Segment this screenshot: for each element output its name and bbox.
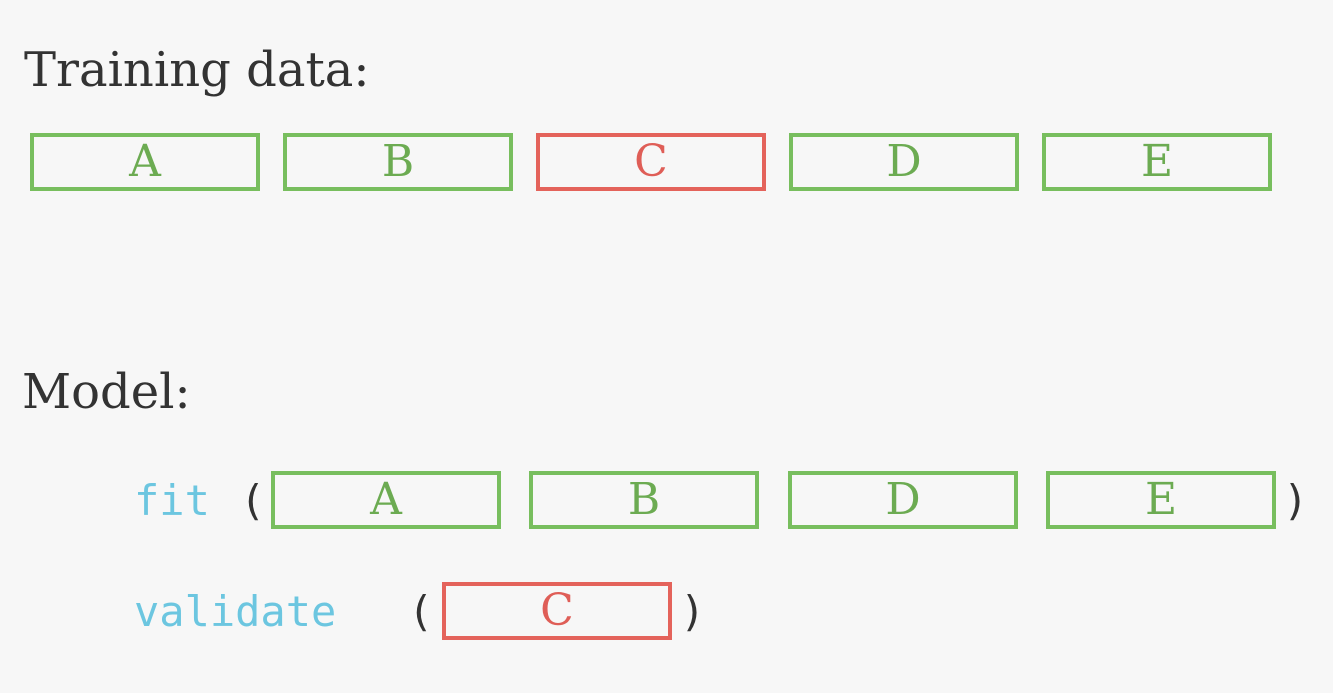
fold-label: E	[1140, 136, 1174, 187]
fold-label: B	[381, 136, 415, 187]
fit-fold-a: A	[271, 471, 501, 529]
training-fold-d: D	[789, 133, 1019, 191]
model-heading: Model:	[22, 364, 191, 420]
training-data-heading: Training data:	[24, 42, 370, 98]
fit-fold-d: D	[788, 471, 1018, 529]
training-fold-e: E	[1042, 133, 1272, 191]
fold-label: D	[886, 136, 922, 187]
fit-close-paren: )	[1283, 476, 1309, 525]
fit-fold-b: B	[529, 471, 759, 529]
validate-fold-c: C	[442, 582, 672, 640]
fit-fold-e: E	[1046, 471, 1276, 529]
training-fold-c: C	[536, 133, 766, 191]
training-fold-b: B	[283, 133, 513, 191]
validate-close-paren: )	[680, 587, 706, 636]
fold-label: A	[370, 474, 402, 525]
fit-function-name: fit	[134, 476, 210, 525]
training-fold-a: A	[30, 133, 260, 191]
fold-label: C	[540, 585, 574, 636]
fold-label: B	[627, 474, 661, 525]
validate-function-name: validate	[134, 587, 337, 636]
fold-label: D	[885, 474, 921, 525]
fold-label: E	[1144, 474, 1178, 525]
fold-label: C	[634, 136, 668, 187]
fit-open-paren: (	[240, 476, 266, 525]
fold-label: A	[129, 136, 161, 187]
validate-open-paren: (	[408, 587, 434, 636]
